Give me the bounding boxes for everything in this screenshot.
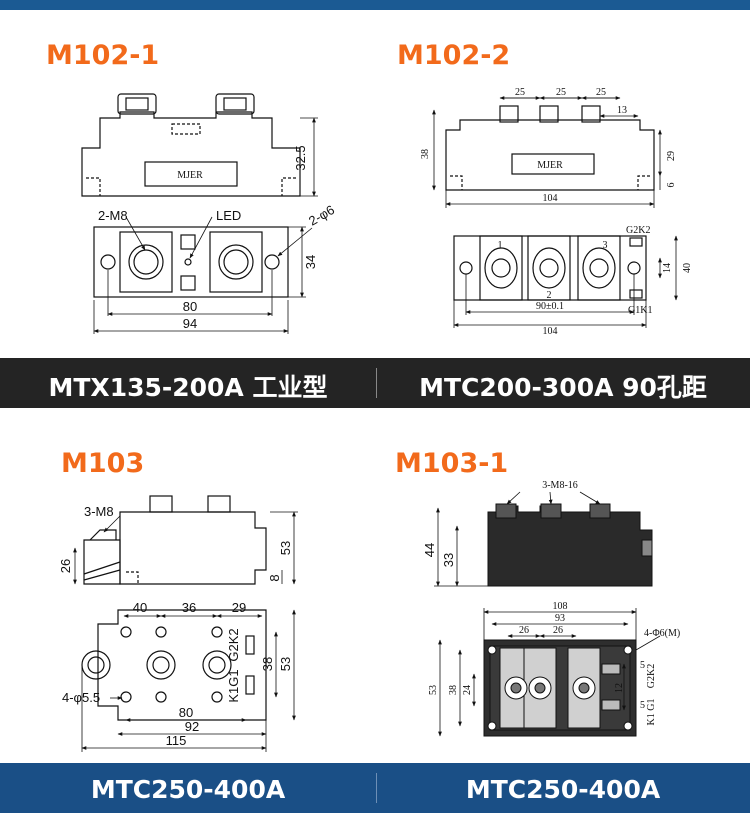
m103-1-side-view	[487, 503, 653, 587]
dim-44: 44	[422, 543, 437, 557]
label-4-phi5-5: 4-φ5.5	[62, 690, 100, 705]
dim-80: 80	[179, 705, 193, 720]
dim-26-b: 26	[553, 625, 563, 636]
label-k1g1-br: K1 G1	[646, 699, 657, 726]
caption-bar-top	[0, 358, 750, 408]
dim-115: 115	[166, 733, 187, 748]
dim-29: 29	[666, 151, 677, 161]
dim-53-top: 53	[278, 541, 293, 555]
brand-label-m102-2: MJER	[537, 160, 563, 171]
dim-6: 6	[666, 183, 677, 188]
dim-40: 40	[682, 263, 693, 273]
m103-side-view	[73, 495, 298, 585]
label-k1g1-bl: K1G1	[226, 669, 241, 702]
dim-12: 12	[614, 683, 625, 693]
label-3-m8: 3-M8	[84, 504, 114, 519]
label-g1k1-tr: G1K1	[628, 305, 652, 316]
dim-92: 92	[185, 719, 199, 734]
label-2-phi6: 2-φ6	[306, 202, 337, 229]
dim-40: 40	[133, 600, 147, 615]
label-g2k2-br: G2K2	[646, 664, 657, 688]
dim-5-a: 5	[640, 660, 645, 671]
dim-108: 108	[553, 601, 568, 612]
caption-divider-top	[376, 368, 377, 398]
dim-34: 34	[303, 255, 318, 269]
caption-bar-bottom	[0, 763, 750, 813]
dim-38: 38	[420, 149, 431, 159]
dim-94: 94	[183, 316, 197, 331]
dim-104-top: 104	[543, 193, 558, 204]
terminal-3: 3	[603, 240, 608, 251]
label-g2k2-tr: G2K2	[626, 225, 650, 236]
dim-25-b: 25	[556, 87, 566, 98]
dim-38: 38	[260, 657, 275, 671]
model-title-m102-2: M102-2	[397, 40, 511, 71]
caption-mtc250-right: MTC250-400A	[465, 775, 661, 804]
caption-mtc200: MTC200-300A 90孔距	[419, 373, 707, 402]
caption-mtx135: MTX135-200A 工业型	[48, 373, 328, 402]
dim-26: 26	[58, 559, 73, 573]
m103-top-view	[81, 609, 296, 752]
dim-80: 80	[183, 299, 197, 314]
dim-25-c: 25	[596, 87, 606, 98]
dim-25-a: 25	[515, 87, 525, 98]
dim-93: 93	[555, 613, 565, 624]
dim-29: 29	[232, 600, 246, 615]
caption-mtc250-left: MTC250-400A	[90, 775, 286, 804]
m102-2-top-view	[453, 235, 678, 328]
label-led: LED	[216, 208, 241, 223]
label-g2k2-bl: G2K2	[226, 628, 241, 661]
dim-13: 13	[617, 105, 627, 116]
dim-24: 24	[462, 685, 473, 695]
dim-8: 8	[267, 574, 282, 581]
label-4-phi6-m: 4-Φ6(M)	[644, 628, 680, 639]
dim-53-bottom: 53	[278, 657, 293, 671]
brand-label-m102-1: MJER	[177, 170, 203, 181]
dim-36: 36	[182, 600, 196, 615]
m102-2-side-view	[432, 96, 662, 208]
label-3-m8-16: 3-M8-16	[542, 480, 578, 491]
dim-104-bottom: 104	[543, 326, 558, 337]
caption-divider-bottom	[376, 773, 377, 803]
dim-32-5: 32.5	[293, 145, 308, 170]
m103-1-top-view	[483, 639, 637, 737]
dim-38: 38	[448, 685, 459, 695]
m102-1-side-view	[81, 93, 318, 197]
model-title-m103-1: M103-1	[395, 448, 509, 479]
terminal-2: 2	[547, 290, 552, 301]
terminal-1: 1	[498, 240, 503, 251]
dim-5-b: 5	[640, 700, 645, 711]
dim-53: 53	[428, 685, 439, 695]
dim-14: 14	[662, 263, 673, 273]
model-title-m102-1: M102-1	[46, 40, 160, 71]
model-title-m103: M103	[61, 448, 145, 479]
m102-1-top-view	[93, 216, 313, 334]
dim-26-a: 26	[519, 625, 529, 636]
top-accent-strip	[0, 0, 750, 10]
dim-90: 90±0.1	[536, 301, 564, 312]
dim-33: 33	[441, 553, 456, 567]
label-2-m8: 2-M8	[98, 208, 128, 223]
